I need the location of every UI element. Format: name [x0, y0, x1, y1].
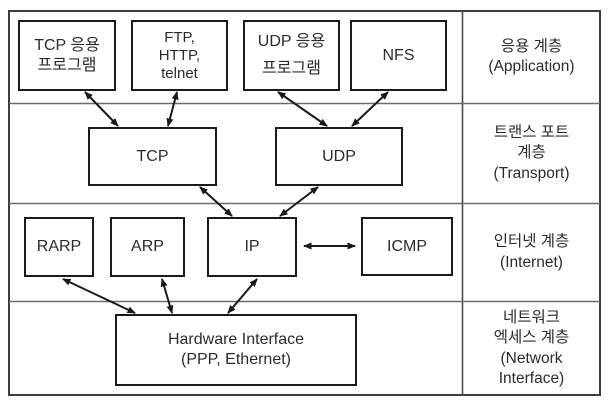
edge-udp-ip: [279, 186, 319, 217]
node-tcp: TCP: [88, 127, 217, 186]
edge-app_ftp-tcp: [166, 91, 179, 127]
node-hardware-interface: Hardware Interface (PPP, Ethernet): [115, 314, 357, 386]
layer-cell-network-interface: 네트워크 엑세스 계층 (Network Interface): [463, 302, 600, 395]
edge-arp-hw: [160, 278, 174, 314]
node-ftp-http-telnet: FTP, HTTP, telnet: [131, 20, 228, 91]
node-tcp-application-label: TCP 응용 프로그램: [34, 36, 100, 74]
layer-label-network-interface: 네트워크 엑세스 계층 (Network Interface): [493, 309, 570, 387]
node-udp-application-label: UDP 응용 프로그램: [257, 33, 326, 77]
edge-tcp-ip: [199, 186, 233, 217]
layer-label-internet: 인터넷 계층 (Internet): [493, 233, 570, 271]
edges-group: [62, 91, 389, 314]
node-ip: IP: [207, 217, 297, 277]
node-tcp-application: TCP 응용 프로그램: [18, 20, 116, 91]
layer-cell-application: 응용 계층 (Application): [463, 11, 600, 103]
edge-app_udp-udp: [277, 91, 328, 127]
layer-label-transport: 트랜스 포트 계층 (Transport): [493, 124, 570, 182]
node-icmp: ICMP: [361, 217, 453, 276]
node-ftp-http-telnet-label: FTP, HTTP, telnet: [158, 28, 201, 82]
node-ip-label: IP: [244, 238, 260, 255]
node-udp-label: UDP: [322, 147, 356, 165]
node-nfs: NFS: [350, 20, 447, 91]
edge-rarp-hw: [62, 278, 136, 314]
layer-cell-transport: 트랜스 포트 계층 (Transport): [463, 104, 600, 203]
node-arp-label: ARP: [131, 238, 164, 255]
edge-app_nfs-udp: [351, 91, 389, 127]
node-icmp-label: ICMP: [387, 237, 427, 255]
node-rarp: RARP: [24, 217, 94, 277]
layer-cell-internet: 인터넷 계층 (Internet): [463, 204, 600, 301]
node-udp-application: UDP 응용 프로그램: [243, 20, 340, 91]
node-tcp-label: TCP: [136, 147, 169, 165]
node-rarp-label: RARP: [36, 238, 82, 255]
node-arp: ARP: [110, 217, 185, 277]
node-hardware-interface-label: Hardware Interface (PPP, Ethernet): [167, 331, 305, 368]
layer-label-application: 응용 계층 (Application): [488, 37, 575, 75]
edge-ip-hw: [227, 278, 258, 314]
node-nfs-label: NFS: [382, 46, 415, 64]
node-udp: UDP: [275, 127, 403, 186]
edge-app_tcp-tcp: [84, 91, 119, 127]
